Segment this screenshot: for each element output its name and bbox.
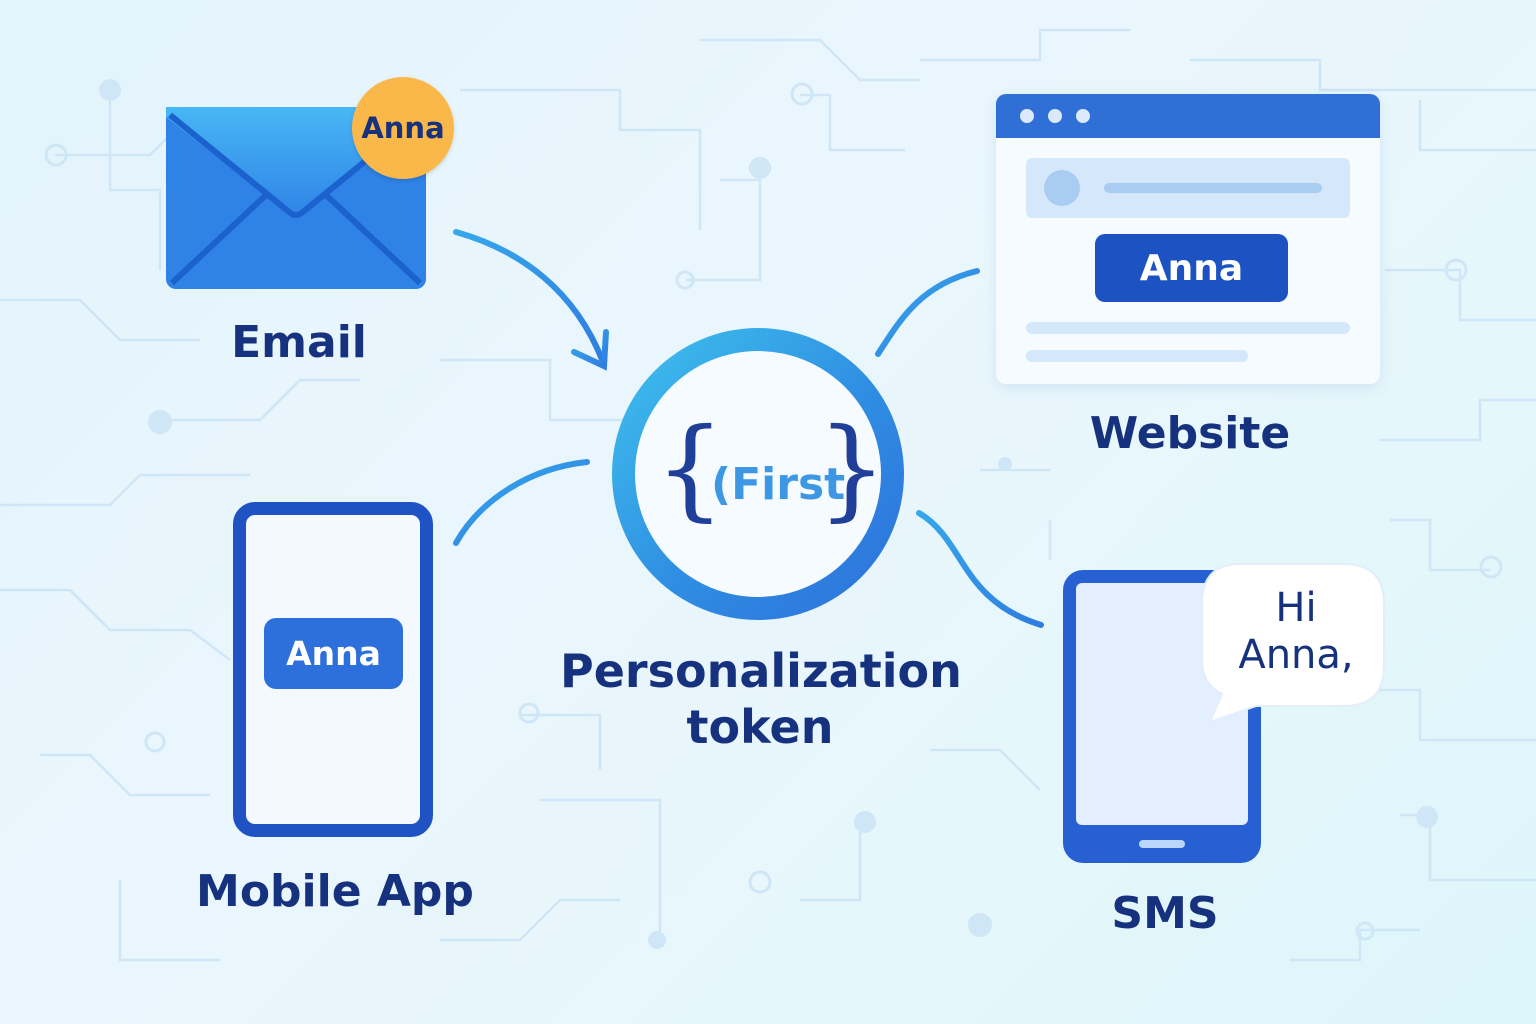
token-to-website-curve bbox=[875, 268, 980, 357]
email-name-badge: Anna bbox=[352, 77, 454, 179]
sms-message: Hi Anna, bbox=[1206, 585, 1386, 679]
token-text: (First bbox=[711, 459, 846, 510]
browser-icon: Anna bbox=[996, 94, 1380, 384]
text-placeholder-line bbox=[1104, 183, 1322, 193]
mobile-app-label: Mobile App bbox=[196, 866, 474, 917]
email-to-token-arrow bbox=[453, 229, 606, 365]
app-name-button: Anna bbox=[264, 618, 403, 689]
text-placeholder-line bbox=[1026, 322, 1350, 334]
token-to-sms-curve bbox=[916, 510, 1044, 628]
email-label: Email bbox=[231, 317, 367, 368]
token-label-line2: token bbox=[686, 700, 834, 754]
website-name-button: Anna bbox=[1095, 234, 1288, 302]
browser-header-panel bbox=[1026, 158, 1350, 218]
speech-bubble-icon bbox=[1201, 563, 1385, 724]
sms-message-line1: Hi bbox=[1275, 585, 1317, 631]
sms-label: SMS bbox=[1111, 888, 1219, 939]
arrowhead-icon bbox=[571, 329, 609, 371]
text-placeholder-line bbox=[1026, 350, 1248, 362]
website-label: Website bbox=[1089, 408, 1291, 459]
browser-title-bar bbox=[996, 94, 1380, 138]
token-to-app-curve bbox=[453, 459, 590, 546]
sms-message-line2: Anna, bbox=[1238, 632, 1354, 678]
window-dot-icon bbox=[1020, 109, 1034, 123]
open-brace: { bbox=[655, 404, 725, 532]
token-inner-circle: { (First } bbox=[635, 351, 887, 597]
phone-icon: Anna bbox=[233, 502, 433, 837]
token-icon: { (First } bbox=[612, 328, 904, 620]
window-dot-icon bbox=[1076, 109, 1090, 123]
home-button-icon bbox=[1139, 840, 1185, 848]
avatar-placeholder-icon bbox=[1044, 170, 1080, 206]
window-dot-icon bbox=[1048, 109, 1062, 123]
token-label-line1: Personalization bbox=[560, 644, 962, 698]
close-brace: } bbox=[817, 404, 887, 532]
